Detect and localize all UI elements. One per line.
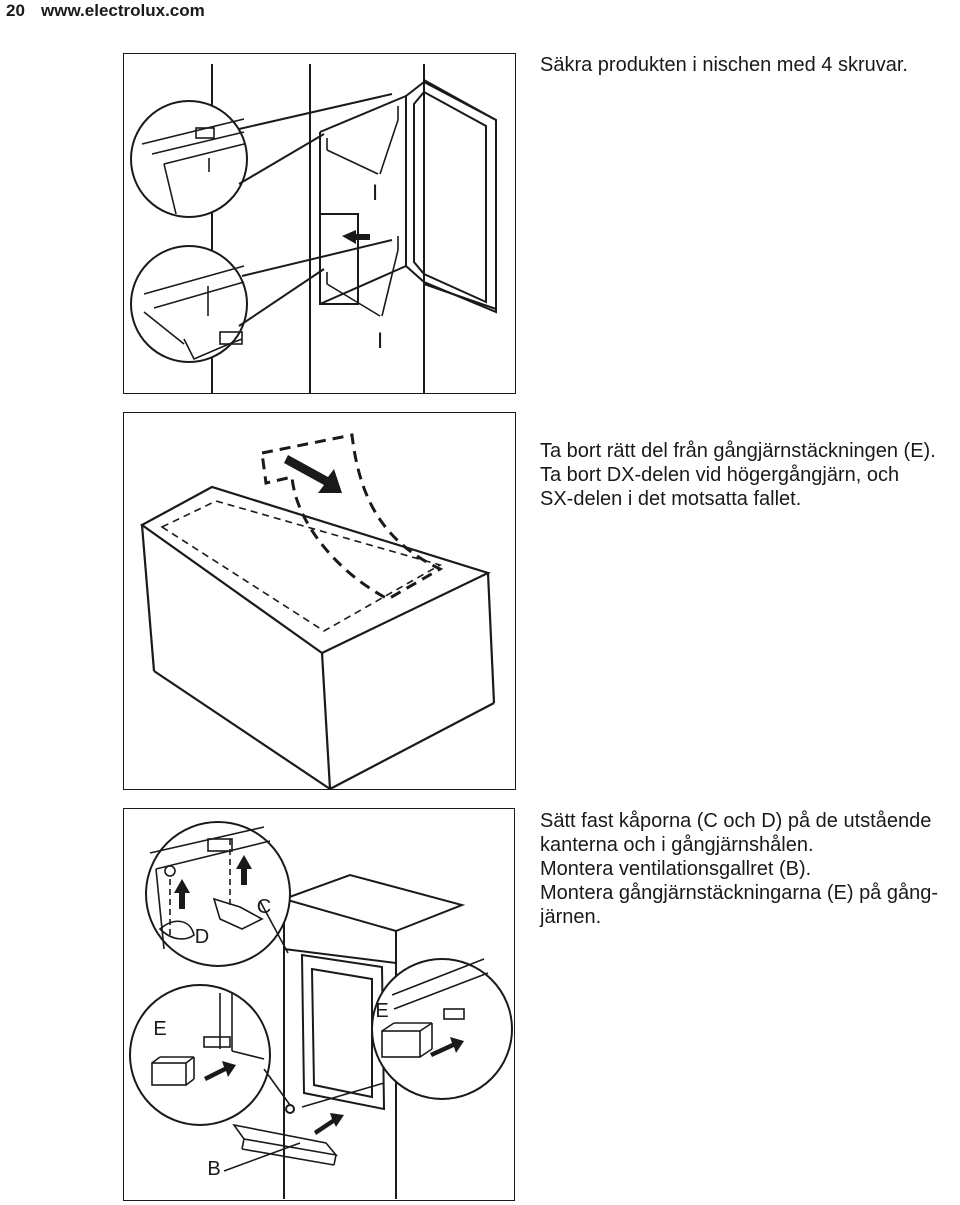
callout-label: E [375, 1000, 388, 1022]
figure-covers-illustration: C D E E B [129, 821, 513, 1199]
callout-label: E [153, 1018, 166, 1040]
website-url: www.electrolux.com [41, 1, 205, 20]
step-line: järnen. [540, 906, 602, 928]
figure-hinge-cover-illustration [139, 433, 496, 790]
step-line: kanterna och i gångjärnshålen. [540, 834, 814, 856]
figure-covers-panel: C D E E B [123, 808, 515, 1201]
figure-screws-illustration: I I [130, 64, 497, 394]
step-line: Montera ventilationsgallret (B). [540, 858, 812, 880]
callout-label: B [207, 1158, 220, 1180]
callout-label: I [372, 180, 378, 205]
step-line: Ta bort DX-delen vid högergångjärn, och [540, 464, 900, 486]
figure-hinge-cover-panel [123, 412, 516, 790]
page-number: 20 [6, 1, 25, 20]
step-line: Montera gångjärnstäckningarna (E) på gån… [540, 882, 939, 904]
callout-label: D [195, 926, 209, 948]
callout-label: C [257, 896, 271, 918]
step-line: Ta bort rätt del från gångjärnstäckninge… [540, 440, 936, 462]
step-line: Säkra produkten i nischen med 4 skruvar. [540, 54, 908, 76]
step-line: SX-delen i det motsatta fallet. [540, 488, 802, 510]
figure-screws-panel: I I [123, 53, 516, 394]
step-2-text: Ta bort rätt del från gångjärnstäckninge… [540, 439, 936, 511]
step-line: Sätt fast kåporna (C och D) på de utståe… [540, 810, 932, 832]
step-3-text: Sätt fast kåporna (C och D) på de utståe… [540, 809, 938, 929]
step-1-text: Säkra produkten i nischen med 4 skruvar. [540, 53, 908, 77]
callout-label: I [377, 328, 383, 353]
